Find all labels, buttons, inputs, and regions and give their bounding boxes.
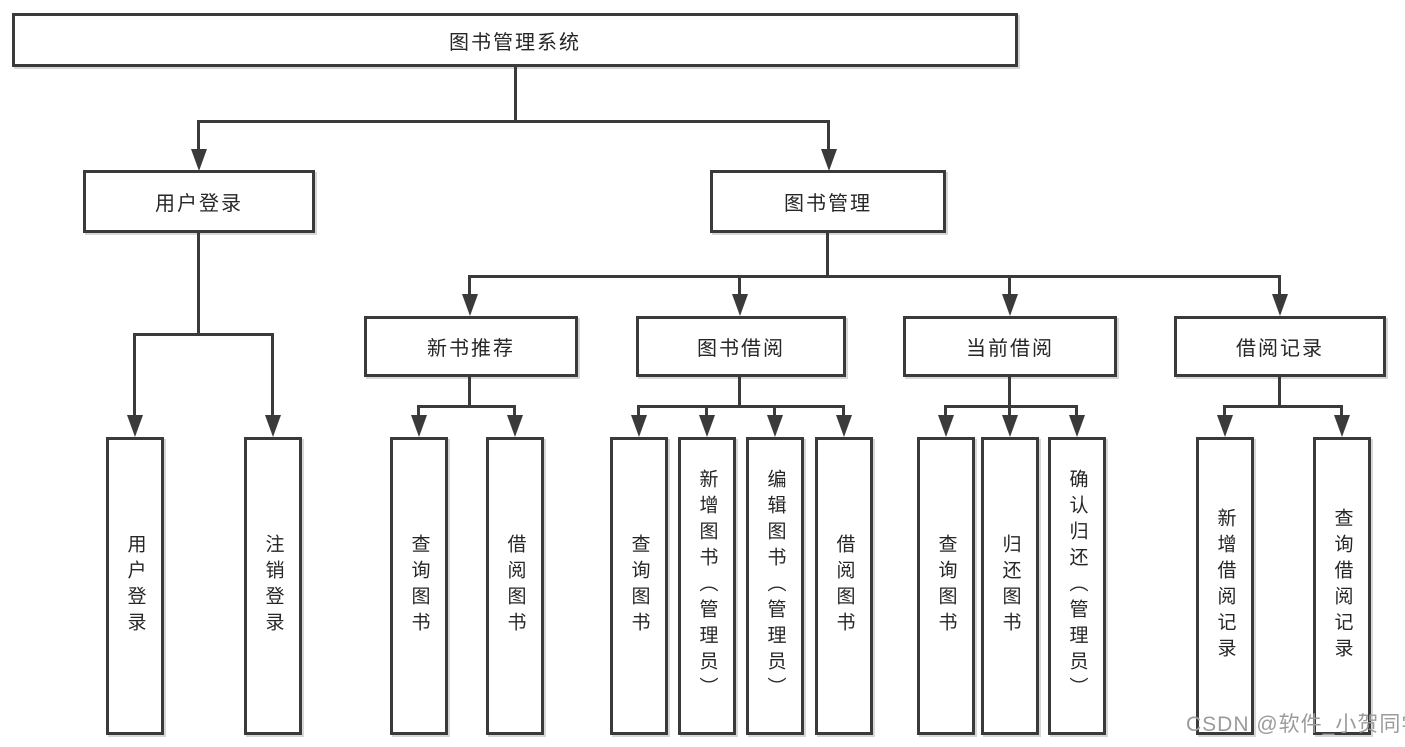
leaf-label: 查询借阅记录 [1331, 508, 1353, 664]
node-current-borrow: 当前借阅 [903, 316, 1117, 377]
arrowhead-down [265, 415, 281, 437]
connector-leaf-drop [705, 405, 708, 419]
node-borrow-record: 借阅记录 [1174, 316, 1386, 377]
connector-leaf-drop [417, 405, 420, 419]
arrowhead-down [1002, 294, 1018, 316]
leaf-edit-books-admin: 编辑图书（管理员） [746, 437, 804, 735]
connector-root-stem [514, 67, 517, 122]
connector-leaf-drop [1340, 405, 1343, 419]
arrowhead-down [821, 149, 837, 171]
arrowhead-down [1217, 415, 1233, 437]
arrowhead-down [699, 415, 715, 437]
arrowhead-down [507, 415, 523, 437]
arrowhead-down [1069, 415, 1085, 437]
arrowhead-down [1002, 415, 1018, 437]
arrowhead-down [732, 294, 748, 316]
connector-leaf-drop [133, 333, 136, 419]
leaf-label: 查询图书 [935, 534, 957, 638]
arrowhead-down [1334, 415, 1350, 437]
connector-level3-drop [738, 275, 741, 298]
node-label: 借阅记录 [1236, 338, 1324, 360]
arrowhead-down [938, 415, 954, 437]
connector-stem [468, 377, 471, 408]
arrowhead-down [411, 415, 427, 437]
leaf-label: 注销登录 [262, 534, 284, 638]
leaf-label: 用户登录 [124, 534, 146, 638]
leaf-logout: 注销登录 [244, 437, 302, 735]
leaf-label: 归还图书 [999, 534, 1021, 638]
connector-leaf-drop [842, 405, 845, 419]
leaf-add-borrow-record: 新增借阅记录 [1196, 437, 1254, 735]
node-book-borrow: 图书借阅 [636, 316, 846, 377]
leaf-return-books: 归还图书 [981, 437, 1039, 735]
connector-user-login-stem [197, 233, 200, 336]
connector-level3-branch [469, 275, 1281, 278]
node-user-login: 用户登录 [83, 170, 315, 233]
leaf-label: 借阅图书 [504, 534, 526, 638]
leaf-add-books-admin: 新增图书（管理员） [678, 437, 736, 735]
leaf-query-books-borrow: 查询图书 [610, 437, 668, 735]
leaf-label: 新增借阅记录 [1214, 508, 1236, 664]
node-label: 用户登录 [155, 193, 243, 215]
arrowhead-down [191, 149, 207, 171]
connector-stem [1278, 377, 1281, 408]
leaf-query-books-current: 查询图书 [917, 437, 975, 735]
leaf-user-login: 用户登录 [106, 437, 164, 735]
connector-stem [1008, 377, 1011, 408]
connector-user-login-branch [134, 333, 274, 336]
connector-stem [738, 377, 741, 408]
leaf-query-books-recommend: 查询图书 [390, 437, 448, 735]
leaf-borrow-books: 借阅图书 [815, 437, 873, 735]
leaf-confirm-return-admin: 确认归还（管理员） [1048, 437, 1106, 735]
connector-leaf-drop [944, 405, 947, 419]
arrowhead-down [631, 415, 647, 437]
leaf-label: 编辑图书（管理员） [764, 469, 786, 703]
connector-leaf-drop [1223, 405, 1226, 419]
connector-branch [945, 405, 1078, 408]
connector-leaf-drop [1008, 405, 1011, 419]
leaf-label: 查询图书 [628, 534, 650, 638]
connector-leaf-drop [773, 405, 776, 419]
watermark: CSDN @软件_小贺同学 [1186, 713, 1405, 736]
connector-leaf-drop [271, 333, 274, 419]
node-new-book-recommend: 新书推荐 [364, 316, 578, 377]
connector-leaf-drop [513, 405, 516, 419]
arrowhead-down [1272, 294, 1288, 316]
node-label: 图书借阅 [697, 338, 785, 360]
node-label: 当前借阅 [966, 338, 1054, 360]
node-label: 图书管理 [784, 193, 872, 215]
connector-leaf-drop [637, 405, 640, 419]
leaf-label: 新增图书（管理员） [696, 469, 718, 703]
connector-user-login-drop [197, 120, 200, 152]
node-book-management: 图书管理 [710, 170, 946, 233]
leaf-borrow-books-recommend: 借阅图书 [486, 437, 544, 735]
node-library-management-system: 图书管理系统 [12, 13, 1018, 67]
node-label: 图书管理系统 [449, 31, 581, 54]
leaf-label: 确认归还（管理员） [1066, 469, 1088, 703]
connector-book-management-drop [827, 120, 830, 152]
connector-branch [638, 405, 845, 408]
connector-branch [1224, 405, 1343, 408]
arrowhead-down [462, 294, 478, 316]
connector-level3-drop [468, 275, 471, 298]
connector-branch [418, 405, 516, 408]
connector-level3-drop [1008, 275, 1011, 298]
connector-level2-branch [198, 120, 830, 123]
arrowhead-down [767, 415, 783, 437]
leaf-label: 借阅图书 [833, 534, 855, 638]
connector-level3-drop [1278, 275, 1281, 298]
arrowhead-down [127, 415, 143, 437]
leaf-label: 查询图书 [408, 534, 430, 638]
connector-leaf-drop [1075, 405, 1078, 419]
leaf-query-borrow-record: 查询借阅记录 [1313, 437, 1371, 735]
connector-book-management-stem [826, 233, 829, 278]
arrowhead-down [836, 415, 852, 437]
node-label: 新书推荐 [427, 338, 515, 360]
